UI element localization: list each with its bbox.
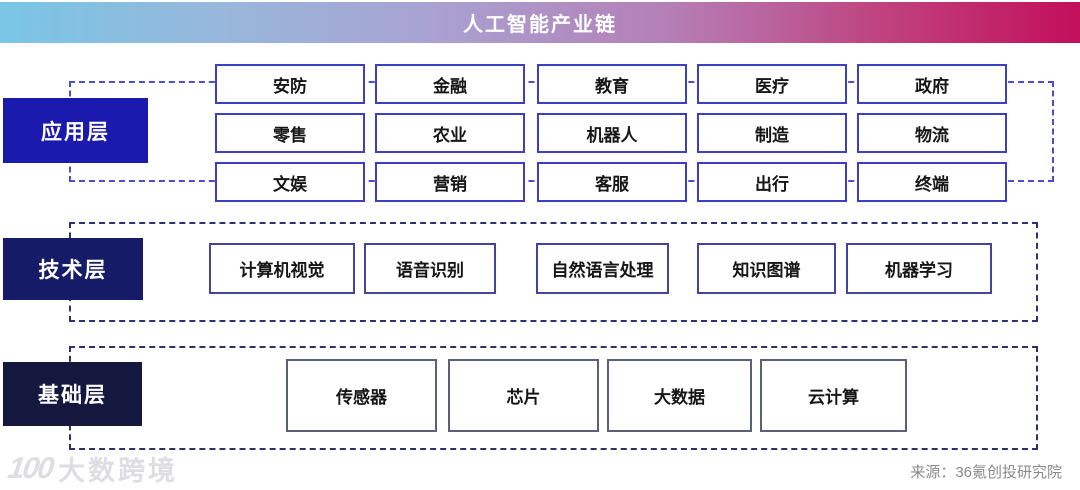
app-box: 金融 bbox=[375, 64, 525, 104]
app-box: 安防 bbox=[215, 64, 365, 104]
base-layer-label: 基础层 bbox=[3, 362, 142, 426]
app-box: 出行 bbox=[697, 162, 847, 202]
app-box: 农业 bbox=[375, 113, 525, 153]
tech-box: 计算机视觉 bbox=[209, 243, 355, 294]
brand-watermark: 100 大数跨境 bbox=[5, 449, 179, 488]
base-box: 芯片 bbox=[448, 359, 599, 432]
tech-layer-label: 技术层 bbox=[3, 238, 143, 300]
app-box: 制造 bbox=[697, 113, 847, 153]
source-credit: 来源：36氪创投研究院 bbox=[910, 464, 1062, 481]
app-box: 教育 bbox=[537, 64, 687, 104]
tech-box: 语音识别 bbox=[364, 243, 496, 294]
app-box: 政府 bbox=[857, 64, 1007, 104]
header-bar: 人工智能产业链 bbox=[0, 2, 1080, 43]
app-layer-label: 应用层 bbox=[3, 98, 148, 163]
app-box: 终端 bbox=[857, 162, 1007, 202]
base-box: 云计算 bbox=[760, 359, 907, 432]
base-box: 传感器 bbox=[286, 359, 437, 432]
app-box: 营销 bbox=[375, 162, 525, 202]
base-box: 大数据 bbox=[607, 359, 752, 432]
app-box: 医疗 bbox=[697, 64, 847, 104]
brand-watermark-text: 大数跨境 bbox=[58, 456, 179, 486]
app-box: 文娱 bbox=[215, 162, 365, 202]
app-box: 物流 bbox=[857, 113, 1007, 153]
app-box: 机器人 bbox=[537, 113, 687, 153]
tech-box: 知识图谱 bbox=[697, 243, 836, 294]
app-box: 零售 bbox=[215, 113, 365, 153]
tech-box: 自然语言处理 bbox=[536, 243, 669, 294]
tech-box: 机器学习 bbox=[846, 243, 992, 294]
brand-logo-icon: 100 bbox=[5, 451, 55, 485]
app-box: 客服 bbox=[537, 162, 687, 202]
page-title: 人工智能产业链 bbox=[463, 14, 617, 36]
